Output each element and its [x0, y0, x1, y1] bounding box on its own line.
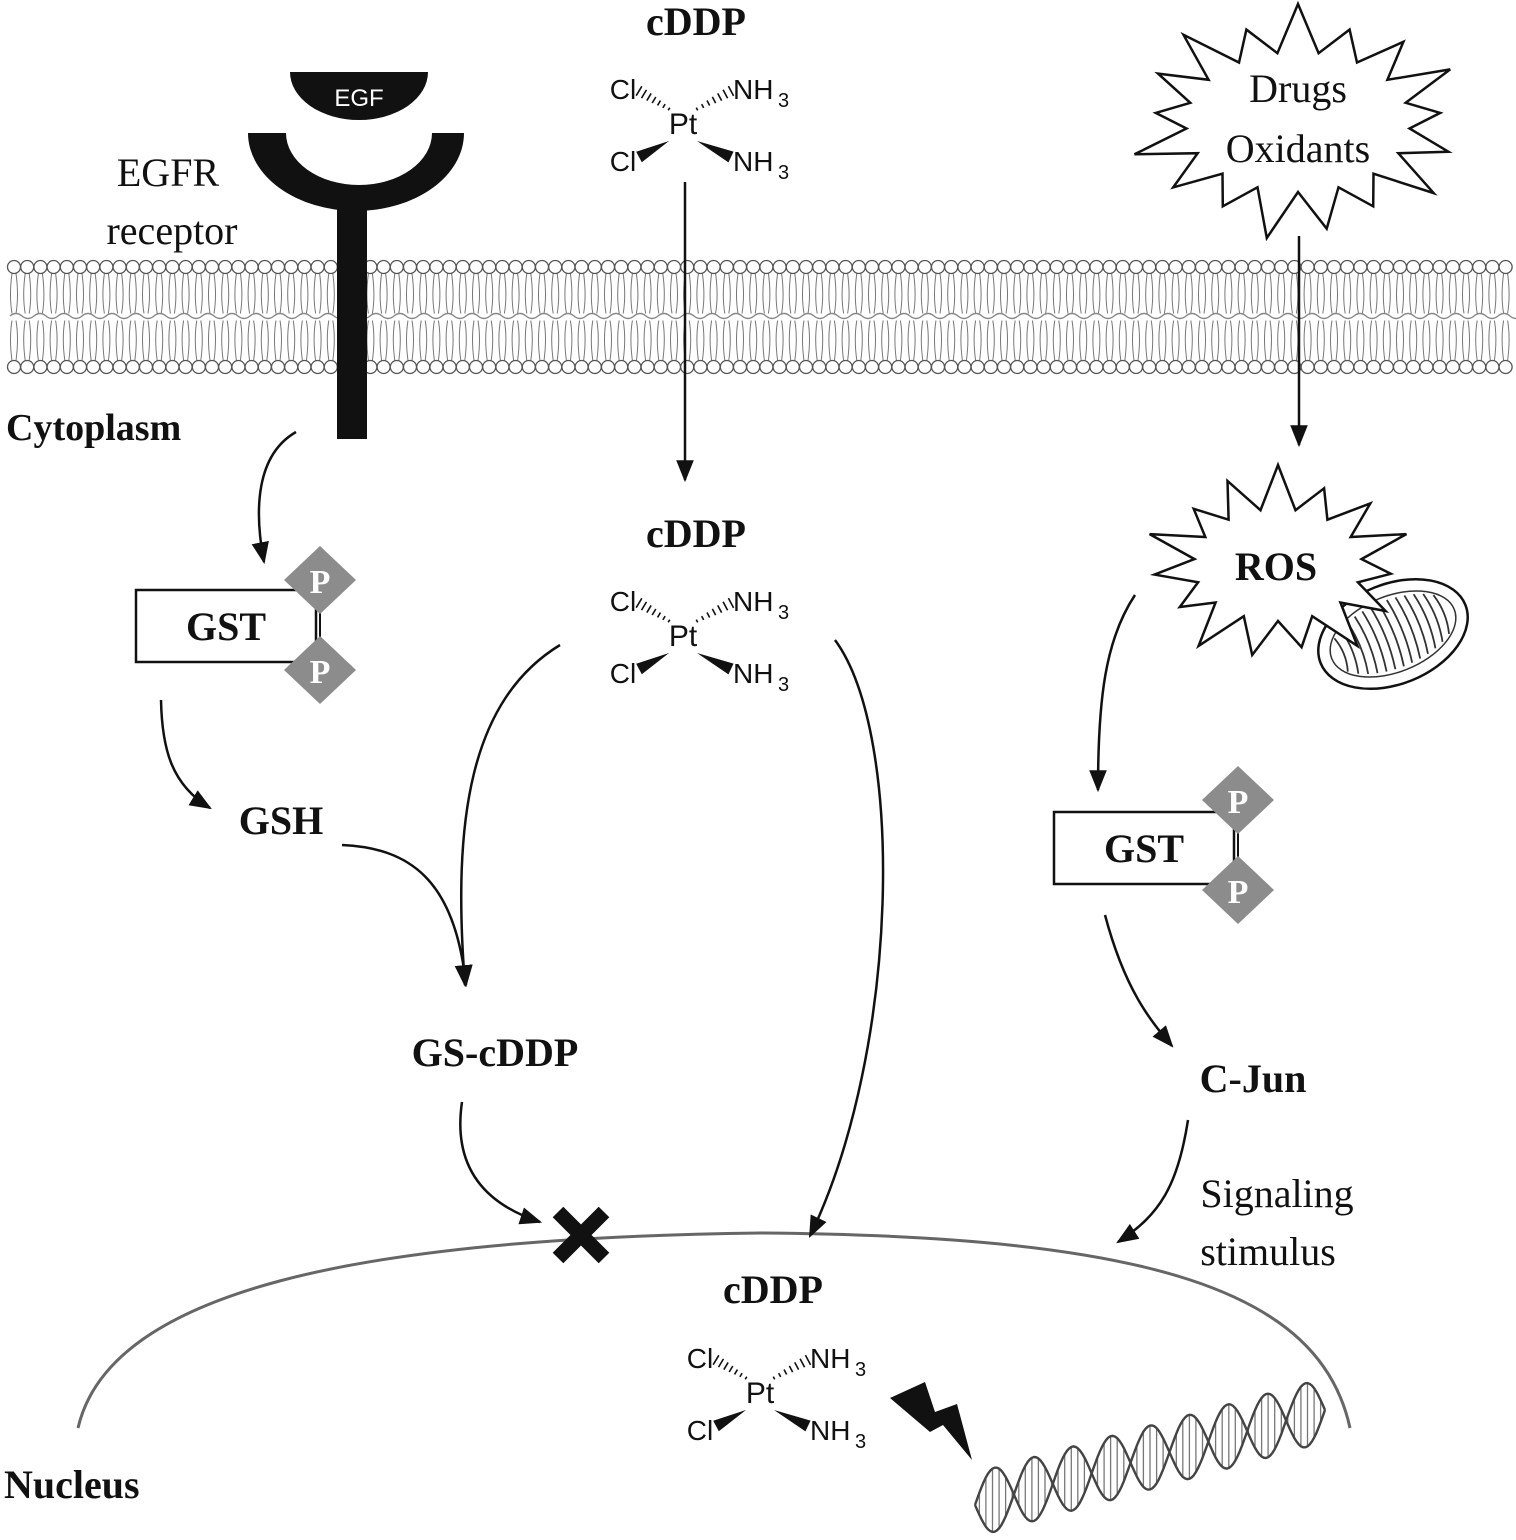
platinum-atom: Pt — [669, 620, 698, 653]
gst-box-right: GST P P — [1052, 766, 1274, 924]
ammonia-group: NH — [733, 658, 773, 689]
chlorine-atom: Cl — [687, 1343, 713, 1374]
chlorine-atom: Cl — [610, 586, 636, 617]
cytoplasm-label: Cytoplasm — [6, 407, 181, 449]
gsh-label: GSH — [239, 798, 323, 843]
gs-cddp-label: GS-cDDP — [412, 1030, 579, 1075]
crista — [1432, 594, 1450, 635]
ammonia-subscript: 3 — [855, 1431, 866, 1453]
arrow-egfr-to-gst — [251, 430, 297, 565]
blocked-x-icon — [552, 1206, 610, 1264]
cddp-top-label: cDDP — [646, 0, 746, 44]
ammonia-group: NH — [810, 1343, 850, 1374]
crista — [1369, 606, 1397, 670]
ammonia-subscript: 3 — [778, 90, 789, 112]
drugs-label: Drugs — [1249, 66, 1347, 111]
arrow-ros-to-gst — [1089, 594, 1137, 793]
arrow-gst-to-cjun — [1103, 914, 1174, 1048]
egf-ligand: EGF — [290, 72, 428, 120]
ammonia-group: NH — [810, 1415, 850, 1446]
ammonia-subscript: 3 — [778, 602, 789, 624]
crista — [1361, 610, 1388, 672]
platinum-atom: Pt — [669, 108, 698, 141]
ammonia-group: NH — [733, 146, 773, 177]
crista — [1394, 596, 1422, 659]
phospho-label: P — [1228, 784, 1249, 821]
crista — [1353, 616, 1379, 674]
crista — [1403, 594, 1429, 654]
phospho-label: P — [310, 564, 331, 601]
c-jun-label: C-Jun — [1200, 1056, 1307, 1101]
arrows — [159, 182, 1308, 1244]
crista — [1412, 593, 1437, 649]
arrow-cjun-to-nucleus — [1116, 1119, 1190, 1244]
phospho-site-right-bottom: P — [1202, 856, 1274, 924]
chlorine-atom: Cl — [610, 74, 636, 105]
gst-right-label: GST — [1104, 826, 1184, 871]
stimulus-label: stimulus — [1200, 1229, 1336, 1274]
nuclear-envelope — [76, 1231, 1352, 1429]
signaling-label: Signaling — [1200, 1171, 1353, 1216]
crista — [1422, 593, 1444, 642]
arrow-gscddp-blocked — [459, 1101, 543, 1225]
ammonia-group: NH — [733, 74, 773, 105]
phospho-label: P — [1228, 874, 1249, 911]
arrow-cddp-to-nucleus — [808, 639, 885, 1238]
crista — [1333, 637, 1349, 672]
arrow-gsh-to-gscddp — [341, 843, 473, 988]
gst-box-left: GST P P — [134, 546, 356, 704]
egfr-receptor-shape — [248, 133, 464, 439]
nucleus-label: Nucleus — [4, 1462, 140, 1507]
egfr-label: EGFR — [117, 150, 220, 195]
dna-strand — [973, 1381, 1327, 1523]
ros-starburst: ROS — [1148, 461, 1408, 658]
crista — [1386, 599, 1414, 663]
drugs-oxidants-starburst: Drugs Oxidants — [1133, 0, 1453, 242]
phospho-label: P — [310, 654, 331, 691]
cddp-mid-label: cDDP — [646, 511, 746, 556]
ammonia-subscript: 3 — [855, 1359, 866, 1381]
chlorine-atom: Cl — [610, 658, 636, 689]
gst-left-label: GST — [186, 604, 266, 649]
platinum-atom: Pt — [746, 1377, 775, 1410]
phospho-site-left-bottom: P — [284, 636, 356, 704]
chlorine-atom: Cl — [687, 1415, 713, 1446]
chlorine-atom: Cl — [610, 146, 636, 177]
arrow-gst-to-gsh — [159, 699, 212, 810]
phospho-site-right-top: P — [1202, 766, 1274, 834]
cell-membrane — [6, 259, 1516, 375]
ammonia-subscript: 3 — [778, 674, 789, 696]
cddp-nucleus-label: cDDP — [723, 1267, 823, 1312]
receptor-label: receptor — [106, 208, 237, 253]
egf-label: EGF — [334, 85, 383, 112]
lightning-bolt-icon — [890, 1382, 972, 1460]
dna-helix-icon — [973, 1381, 1327, 1534]
ros-label: ROS — [1235, 544, 1317, 589]
dna-strand — [973, 1392, 1327, 1534]
oxidants-label: Oxidants — [1226, 126, 1370, 171]
arrow-cddp-to-gscddp — [454, 643, 561, 988]
ammonia-group: NH — [733, 586, 773, 617]
phospho-site-left-top: P — [284, 546, 356, 614]
ammonia-subscript: 3 — [778, 162, 789, 184]
